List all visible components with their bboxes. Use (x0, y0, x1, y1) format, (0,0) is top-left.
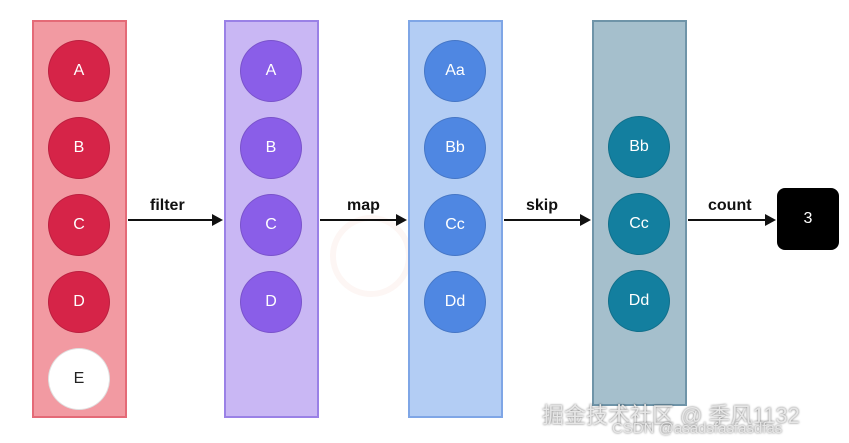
label-skip: skip (526, 197, 559, 214)
arrow-filter (128, 209, 223, 231)
label-map: map (347, 197, 380, 214)
result-box: 3 (777, 188, 839, 250)
label-count: count (708, 197, 752, 214)
stream-element: Cc (608, 193, 670, 255)
stream-element: Bb (608, 116, 670, 178)
stream-element: B (240, 117, 302, 179)
stream-element: D (240, 271, 302, 333)
label-filter: filter (150, 197, 185, 214)
arrow-count (688, 209, 776, 231)
stream-element: E (48, 348, 110, 410)
stream-element: A (240, 40, 302, 102)
stream-element: Dd (608, 270, 670, 332)
stream-element: C (48, 194, 110, 256)
stream-element: Bb (424, 117, 486, 179)
watermark-juejin: 掘金技术社区 @ 季风1132 (542, 403, 800, 428)
stream-element: Aa (424, 40, 486, 102)
arrow-skip (504, 209, 591, 231)
watermark-csdn: CSDN @asadsfasfasdfas (612, 420, 783, 437)
stream-element: D (48, 271, 110, 333)
stream-element: Cc (424, 194, 486, 256)
stream-element: A (48, 40, 110, 102)
stream-element: Dd (424, 271, 486, 333)
stream-element: B (48, 117, 110, 179)
stream-element: C (240, 194, 302, 256)
arrow-map (320, 209, 407, 231)
